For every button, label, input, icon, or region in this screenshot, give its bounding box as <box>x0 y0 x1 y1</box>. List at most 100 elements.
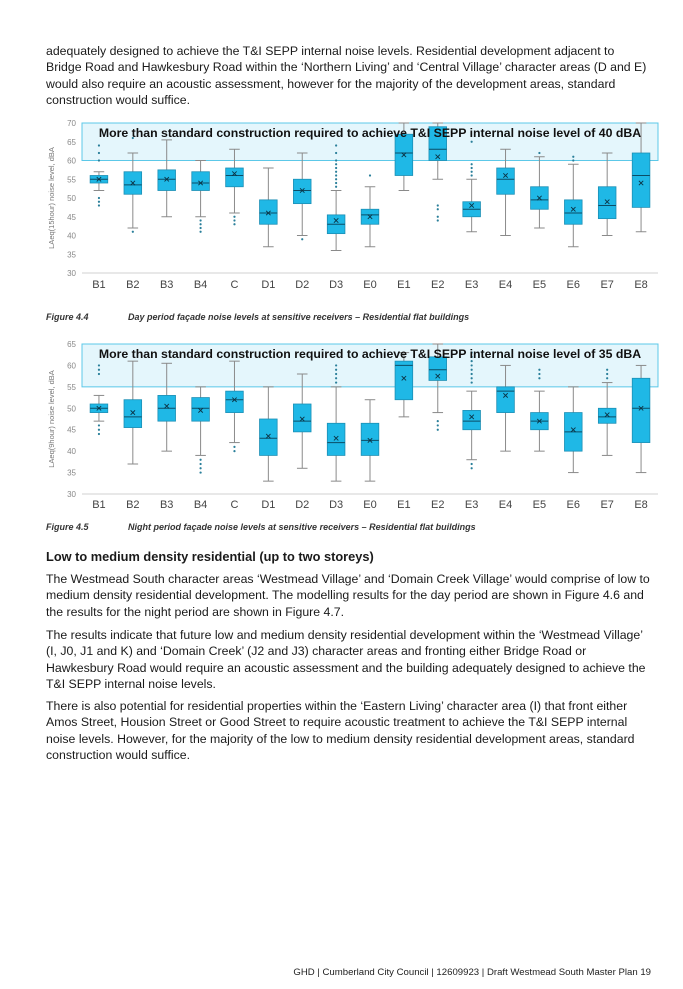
outlier-point <box>470 462 473 466</box>
category-label: B1 <box>92 279 105 291</box>
box-E7 <box>597 368 617 456</box>
box-E4 <box>496 148 515 236</box>
y-tick-label: 45 <box>67 213 76 222</box>
mean-marker <box>435 373 441 379</box>
outlier-point <box>97 372 101 376</box>
outlier-point <box>335 170 338 173</box>
outlier-point <box>131 136 134 140</box>
box-E6 <box>564 386 583 474</box>
outlier-point <box>538 151 541 155</box>
mean-marker <box>503 172 509 179</box>
box-body <box>631 377 651 443</box>
outlier-point <box>436 204 439 207</box>
category-label: B4 <box>194 499 207 511</box>
outlier-point <box>335 364 338 367</box>
box-B4 <box>191 386 210 474</box>
outlier-point <box>97 428 101 431</box>
outlier-point <box>470 377 473 380</box>
category-label: D3 <box>329 279 343 291</box>
outlier-point <box>335 377 338 380</box>
mean-marker <box>231 397 237 403</box>
outlier-point <box>572 155 575 158</box>
outlier-point <box>233 219 236 222</box>
y-axis-title: LAeq(15hour) noise level, dBA <box>47 147 56 249</box>
outlier-point <box>470 140 473 143</box>
mean-marker <box>435 154 441 160</box>
mean-marker <box>570 427 576 433</box>
outlier-point <box>97 368 101 371</box>
box-body <box>597 186 617 220</box>
mean-marker <box>265 210 271 216</box>
mean-marker <box>536 418 542 424</box>
category-label: E3 <box>465 499 478 511</box>
y-tick-label: 35 <box>67 250 76 259</box>
outlier-point <box>470 381 473 384</box>
category-label: E2 <box>431 279 444 291</box>
figure-4-5-title: Night period façade noise levels at sens… <box>128 522 476 532</box>
box-body <box>157 169 176 191</box>
outlier-point <box>199 230 202 233</box>
outlier-point <box>233 450 236 453</box>
mean-marker <box>299 187 305 194</box>
box-D1 <box>259 386 278 482</box>
outlier-point <box>335 178 338 181</box>
outlier-point <box>470 467 473 470</box>
outlier-point <box>335 185 338 188</box>
figure-4-5-caption: Figure 4.5 Night period façade noise lev… <box>46 522 476 532</box>
box-body <box>225 167 244 188</box>
box-C <box>225 148 244 226</box>
box-E1 <box>394 122 414 191</box>
threshold-band <box>81 122 659 161</box>
category-label: E6 <box>567 279 580 291</box>
mean-marker <box>130 410 136 416</box>
box-body <box>564 199 583 225</box>
category-label: C <box>230 499 238 511</box>
figure-4-5-number: Figure 4.5 <box>46 522 89 532</box>
category-label: E2 <box>431 499 444 511</box>
outlier-point <box>538 368 541 371</box>
outlier-point <box>97 204 101 207</box>
outlier-point <box>335 144 338 147</box>
category-label: E5 <box>533 499 546 511</box>
category-label: B4 <box>194 279 207 291</box>
category-label: E1 <box>397 499 410 511</box>
mean-marker <box>570 206 576 212</box>
box-body <box>428 126 447 161</box>
box-E8 <box>631 122 651 233</box>
box-E1 <box>394 352 414 418</box>
mean-marker <box>367 214 373 220</box>
outlier-point <box>335 381 338 384</box>
outlier-point <box>199 219 202 222</box>
box-body <box>191 397 210 422</box>
box-B3 <box>157 139 176 218</box>
outlier-point <box>97 424 101 427</box>
box-E5 <box>530 151 549 229</box>
outlier-point <box>470 166 473 170</box>
box-B1 <box>89 364 109 436</box>
box-body <box>597 407 617 424</box>
y-tick-label: 50 <box>67 194 76 203</box>
category-label: E7 <box>600 499 613 511</box>
mean-marker <box>401 375 407 381</box>
box-C <box>225 360 244 453</box>
category-label: E5 <box>533 279 546 291</box>
outlier-point <box>606 377 609 380</box>
category-label: D1 <box>261 279 275 291</box>
category-label: D3 <box>329 499 343 511</box>
outlier-point <box>470 355 473 358</box>
paragraph-3: There is also potential for residential … <box>46 699 635 762</box>
figure-4-4-title: Day period façade noise levels at sensit… <box>128 312 470 322</box>
outlier-point <box>335 159 338 162</box>
box-body <box>428 356 447 381</box>
category-label: E7 <box>600 279 613 291</box>
mean-marker <box>503 392 509 398</box>
category-label: D1 <box>261 499 275 511</box>
outlier-point <box>436 428 439 431</box>
outlier-point <box>470 368 473 371</box>
outlier-point <box>436 420 439 423</box>
outlier-point <box>436 219 439 222</box>
